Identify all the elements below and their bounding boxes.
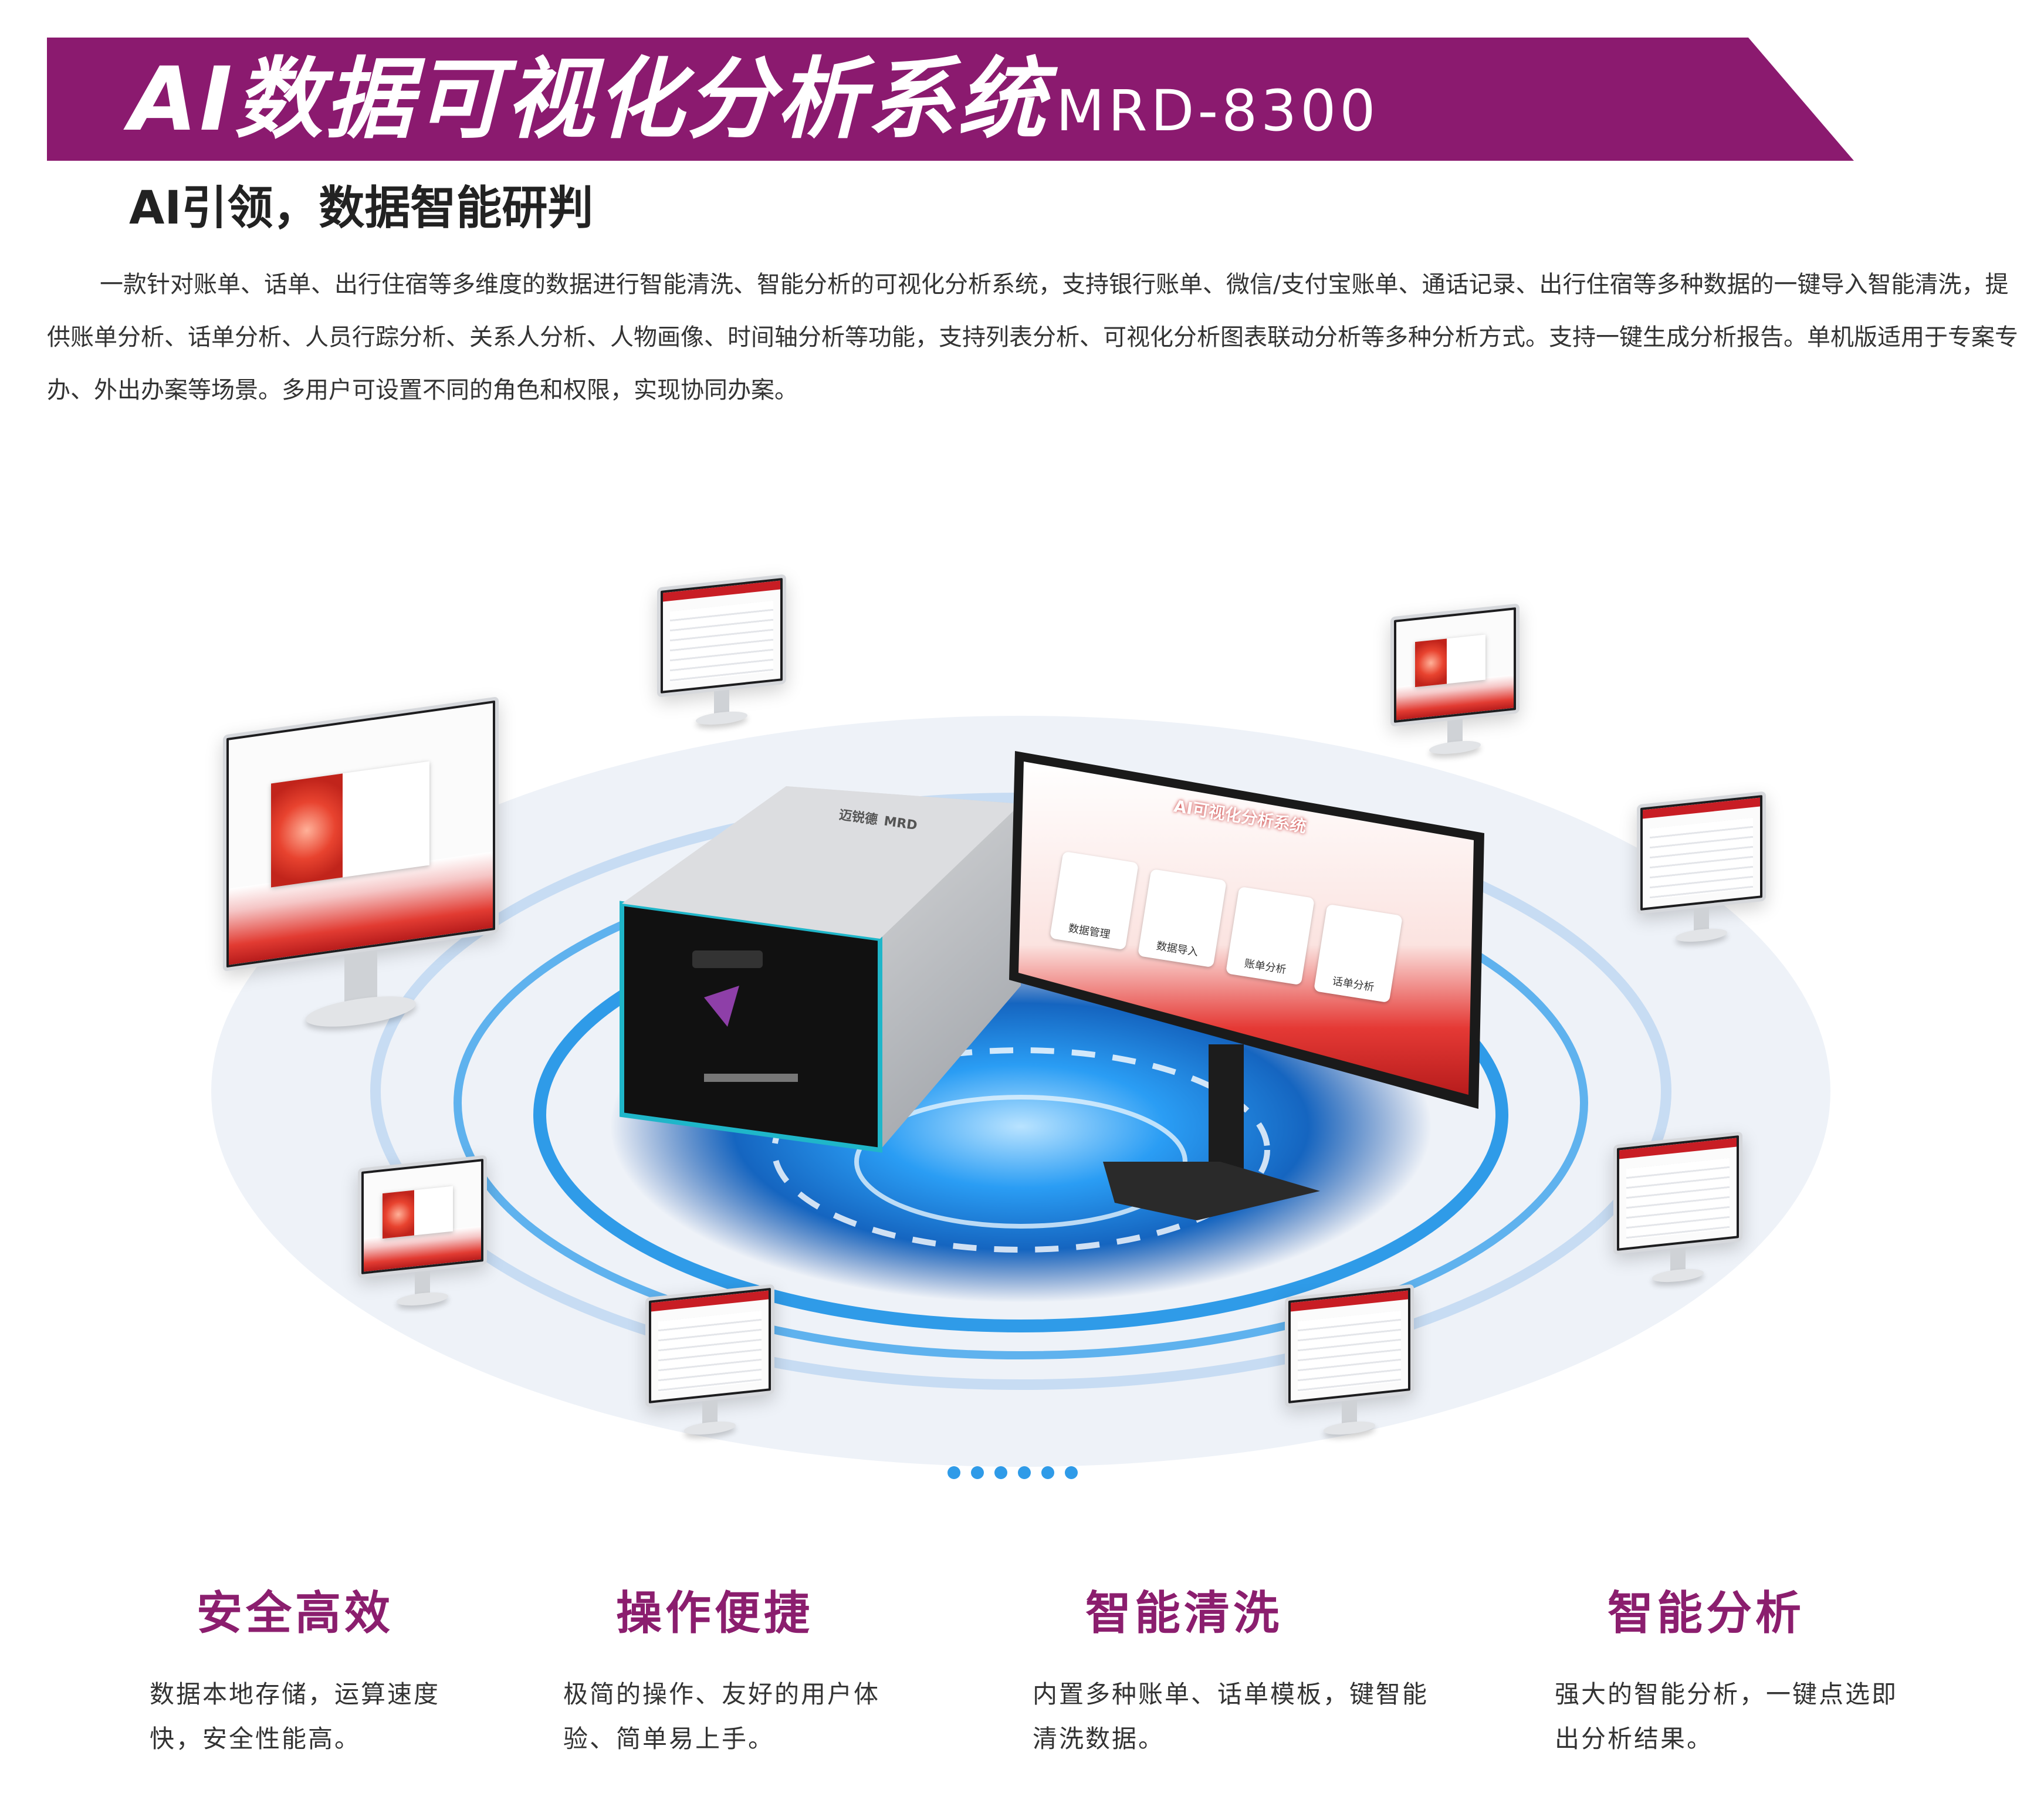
module-card-call-analysis[interactable]: 话单分析 bbox=[1314, 904, 1403, 1003]
feature-title: 智能清洗 bbox=[1085, 1587, 1283, 1640]
intro-paragraph: 一款针对账单、话单、出行住宿等多维度的数据进行智能清洗、智能分析的可视化分析系统… bbox=[47, 271, 2018, 404]
module-card-data-management[interactable]: 数据管理 bbox=[1050, 851, 1139, 950]
feature-smart-cleaning: 智能清洗 内置多种账单、话单模板，键智能清洗数据。 bbox=[1033, 1584, 1432, 1761]
client-monitor-list-5 bbox=[645, 1284, 774, 1450]
header-banner: AI数据可视化分析系统 MRD-8300 bbox=[47, 38, 1854, 161]
carousel-dots[interactable] bbox=[947, 1466, 1078, 1479]
client-monitor-list-2 bbox=[1637, 791, 1766, 957]
module-card-bill-analysis[interactable]: 账单分析 bbox=[1226, 886, 1315, 986]
feature-description: 强大的智能分析，一键点选即出分析结果。 bbox=[1555, 1680, 1899, 1753]
model-number: MRD-8300 bbox=[1056, 78, 1379, 144]
client-monitor-list-1 bbox=[657, 574, 786, 740]
client-monitor-login-2 bbox=[1390, 603, 1520, 769]
page-title: AI数据可视化分析系统 bbox=[129, 49, 1048, 151]
module-label: 数据管理 bbox=[1067, 922, 1111, 941]
hero-illustration: AI可视化分析系统 数据管理 数据导入 账单分析 话单分析 迈锐德 MRD bbox=[0, 528, 2044, 1525]
feature-title: 智能分析 bbox=[1608, 1587, 1805, 1640]
section-subtitle: AI引领，数据智能研判 bbox=[129, 182, 594, 235]
feature-title: 安全高效 bbox=[197, 1587, 394, 1640]
client-monitor-login-3 bbox=[358, 1155, 487, 1321]
server-device bbox=[620, 786, 1021, 1153]
module-label: 数据导入 bbox=[1155, 939, 1199, 959]
feature-title: 操作便捷 bbox=[616, 1587, 814, 1640]
feature-smart-analysis: 智能分析 强大的智能分析，一键点选即出分析结果。 bbox=[1555, 1584, 1907, 1761]
feature-secure-efficient: 安全高效 数据本地存储，运算速度快，安全性能高。 bbox=[150, 1584, 478, 1761]
feature-description: 数据本地存储，运算速度快，安全性能高。 bbox=[150, 1680, 441, 1753]
feature-easy-operation: 操作便捷 极简的操作、友好的用户体验、简单易上手。 bbox=[563, 1584, 892, 1761]
client-monitor-list-3 bbox=[1613, 1131, 1742, 1297]
feature-description: 极简的操作、友好的用户体验、简单易上手。 bbox=[563, 1680, 881, 1753]
client-monitor-list-4 bbox=[1285, 1284, 1414, 1450]
banner-background bbox=[47, 38, 1854, 161]
module-label: 话单分析 bbox=[1331, 975, 1375, 994]
module-card-data-import[interactable]: 数据导入 bbox=[1138, 868, 1227, 968]
feature-description: 内置多种账单、话单模板，键智能清洗数据。 bbox=[1033, 1680, 1429, 1753]
module-label: 账单分析 bbox=[1243, 957, 1287, 976]
client-monitor-login-large bbox=[223, 696, 499, 1064]
monitor-frame bbox=[223, 696, 499, 972]
network-rings-graphic bbox=[211, 716, 1830, 1479]
